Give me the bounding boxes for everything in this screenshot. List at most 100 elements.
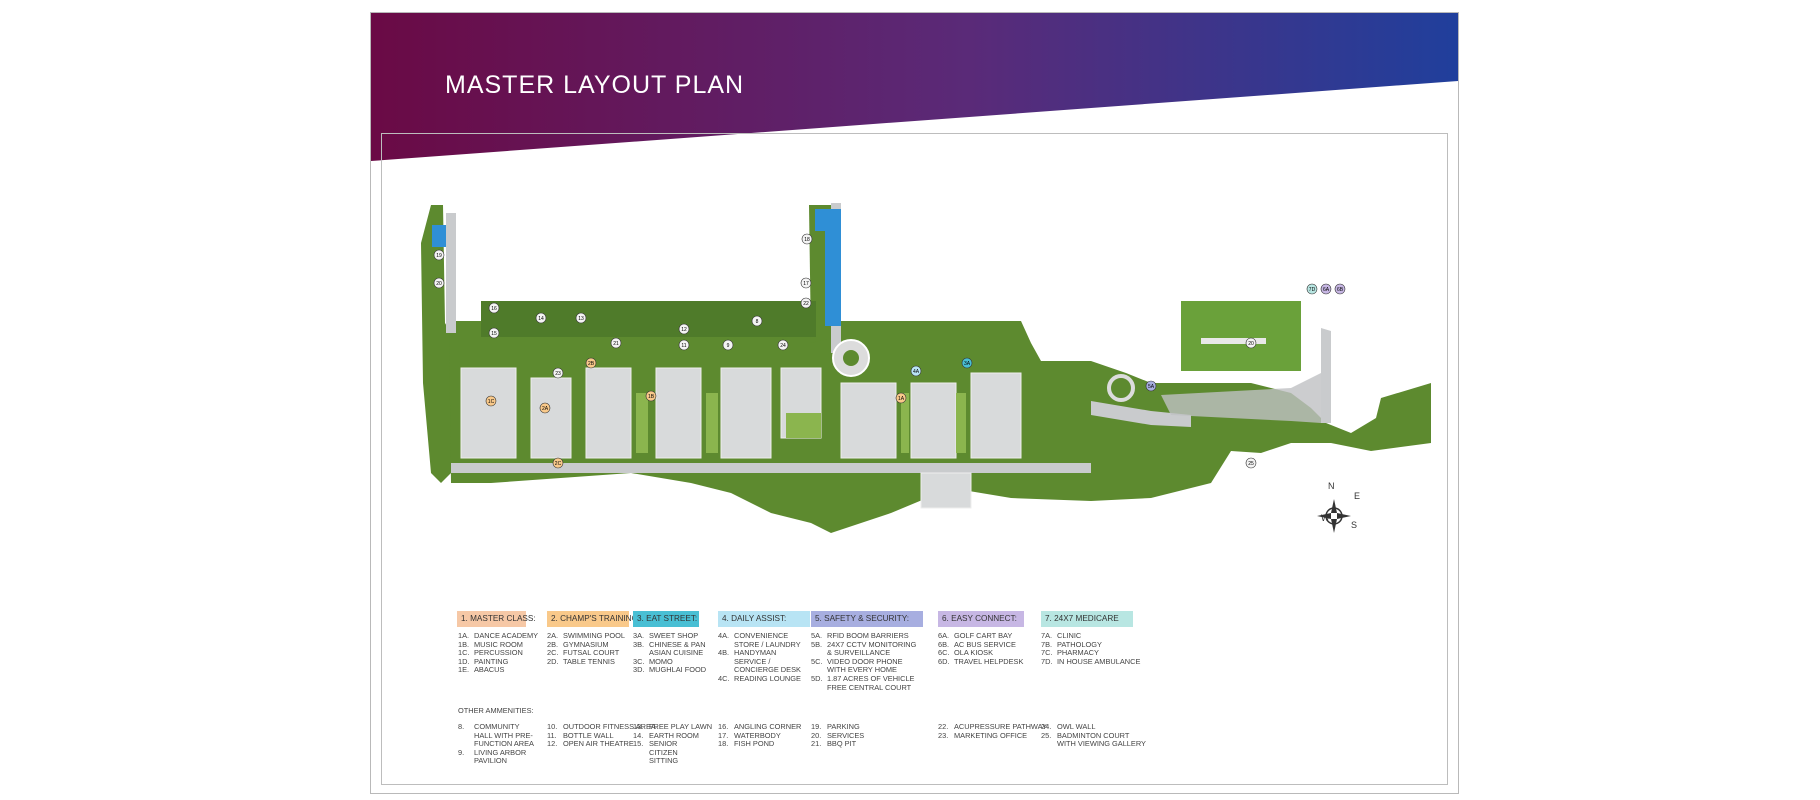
marker-25[interactable]: 25 [1245, 457, 1257, 469]
legend-list-eat-street: 3A.SWEET SHOP 3B.CHINESE & PAN ASIAN CUI… [633, 631, 713, 675]
legend-item: 14.EARTH ROOM [633, 730, 699, 740]
marker-20[interactable]: 20 [433, 277, 445, 289]
marker-7d[interactable]: 7D [1306, 283, 1318, 295]
title-banner [371, 13, 1458, 161]
svg-text:13: 13 [578, 316, 584, 322]
legend-item: 1D.PAINTING [458, 656, 509, 666]
legend-item: 17.WATERBODY [718, 730, 781, 740]
marker-5a[interactable]: 5A [1145, 380, 1157, 392]
legend-item: 7A.CLINIC [1041, 631, 1082, 640]
other-list-2: 10.OUTDOOR FITNESS AREA 11.BOTTLE WALL 1… [547, 722, 656, 749]
marker-9[interactable]: 9 [722, 339, 734, 351]
svg-text:17: 17 [803, 281, 809, 287]
marker-1b[interactable]: 1B [645, 390, 657, 402]
marker-4a[interactable]: 4A [910, 365, 922, 377]
master-plan-sheet: MASTER LAYOUT PLAN [370, 12, 1459, 794]
svg-text:3A: 3A [964, 361, 971, 367]
page-title: MASTER LAYOUT PLAN [445, 71, 745, 99]
legend-item: 2A.SWIMMING POOL [547, 631, 626, 640]
marker-13[interactable]: 14 [535, 312, 547, 324]
legend-heading-master-class: 1. MASTER CLASS: [457, 611, 536, 627]
marker-1c[interactable]: 1C [485, 395, 497, 407]
badminton-lawn [1181, 301, 1301, 371]
legend-item: 6C.OLA KIOSK [938, 648, 994, 658]
other-list-6: 22.ACUPRESSURE PATHWAY 23.MARKETING OFFI… [938, 722, 1047, 740]
legend-item: 7B.PATHOLOGY [1041, 639, 1102, 649]
marker-14[interactable]: 15 [488, 327, 500, 339]
marker-24[interactable]: 24 [777, 339, 789, 351]
legend-item: 2B.GYMNASIUM [547, 639, 609, 649]
marker-10[interactable]: 11 [678, 339, 690, 351]
svg-text:9: 9 [727, 343, 730, 349]
marker-1a[interactable]: 1A [895, 392, 907, 404]
svg-text:14: 14 [538, 316, 544, 322]
svg-text:12: 12 [681, 327, 687, 333]
legend-list-master-class: 1A.DANCE ACADEMY 1B.MUSIC ROOM 1C.PERCUS… [458, 631, 538, 675]
svg-text:8: 8 [756, 319, 759, 325]
svg-text:1C: 1C [488, 399, 495, 405]
free-play-lawn [481, 301, 816, 337]
entry-road [1161, 373, 1321, 423]
svg-text:2A: 2A [542, 406, 549, 412]
plan-frame [381, 133, 1448, 785]
legend-list-safety-security: 5A.RFID BOOM BARRIERS 5B.24X7 CCTV MONIT… [811, 631, 921, 692]
legend-item: 20.SERVICES [811, 730, 865, 740]
svg-text:20: 20 [1248, 341, 1254, 347]
compass-east-label: E [1354, 491, 1361, 501]
garden-patches [636, 393, 966, 453]
svg-text:15: 15 [491, 331, 497, 337]
svg-text:23: 23 [555, 371, 561, 377]
svg-text:1A: 1A [898, 396, 905, 402]
other-list-4: 16.ANGLING CORNER 17.WATERBODY 18.FISH P… [718, 722, 808, 749]
svg-text:20: 20 [436, 281, 442, 287]
marker-12[interactable]: 13 [575, 312, 587, 324]
marker-2c[interactable]: 2C [552, 457, 564, 469]
marker-6a[interactable]: 6A [1320, 283, 1332, 295]
marker-6b[interactable]: 6B [1334, 283, 1346, 295]
legend-item: 5A.RFID BOOM BARRIERS [811, 631, 909, 640]
marker-11[interactable]: 12 [678, 323, 690, 335]
legend-item: 3B.CHINESE & PAN ASIAN CUISINE [633, 639, 706, 658]
marker-2a[interactable]: 2A [539, 402, 551, 414]
legend-heading-medicare: 7. 24X7 MEDICARE [1041, 611, 1133, 627]
marker-2b[interactable]: 2B [585, 357, 597, 369]
legend-item: 9.LIVING ARBOR PAVILION [458, 747, 527, 766]
marker-19[interactable]: 20 [1245, 337, 1257, 349]
marker-23[interactable]: 23 [552, 367, 564, 379]
legend-item: 25.BADMINTON COURT WITH VIEWING GALLERY [1041, 730, 1146, 749]
marker-16[interactable]: 17 [800, 277, 812, 289]
marker-22[interactable]: 22 [800, 297, 812, 309]
marker-3a[interactable]: 3A [961, 357, 973, 369]
marker-8[interactable]: 8 [751, 315, 763, 327]
marker-15[interactable]: 16 [488, 302, 500, 314]
svg-text:2C: 2C [555, 461, 562, 467]
legend-item: 18.FISH POND [718, 739, 775, 749]
legend-item: 3D.MUGHLAI FOOD [633, 665, 707, 675]
legend-item: 24.OWL WALL [1041, 722, 1096, 731]
svg-text:4A: 4A [913, 369, 920, 375]
legend-item: 16.ANGLING CORNER [718, 722, 802, 731]
legend-item: 5B.24X7 CCTV MONITORING & SURVEILLANCE [811, 639, 917, 658]
legend-list-easy-connect: 6A.GOLF CART BAY 6B.AC BUS SERVICE 6C.OL… [938, 631, 1028, 666]
legend-item: 3C.MOMO [633, 656, 673, 666]
legend-item: 2D.TABLE TENNIS [547, 656, 615, 666]
legend-item: 5C.VIDEO DOOR PHONE WITH EVERY HOME [811, 656, 903, 675]
svg-text:24: 24 [780, 343, 786, 349]
svg-text:1B: 1B [648, 394, 655, 400]
legend-item: 11.BOTTLE WALL [547, 730, 614, 740]
svg-text:16: 16 [491, 306, 497, 312]
amenity-markers: 19 20 14 13 16 15 18 17 22 12 11 21 8 9 … [433, 233, 1346, 469]
other-list-5: 19.PARKING 20.SERVICES 21.BBQ PIT [811, 722, 901, 749]
legend-list-daily-assist: 4A.CONVENIENCE STORE / LAUNDRY 4B.HANDYM… [718, 631, 808, 684]
legend-heading-eat-street: 3. EAT STREET: [633, 611, 699, 627]
other-list-3: 13.FREE PLAY LAWN 14.EARTH ROOM 15.SENIO… [633, 722, 713, 766]
other-list-7: 24.OWL WALL 25.BADMINTON COURT WITH VIEW… [1041, 722, 1151, 749]
marker-17[interactable]: 18 [801, 233, 813, 245]
marker-18[interactable]: 19 [433, 249, 445, 261]
legend-item: 21.BBQ PIT [811, 739, 857, 749]
legend-item: 8.COMMUNITY HALL WITH PRE-FUNCTION AREA [458, 722, 534, 749]
marker-21[interactable]: 21 [610, 337, 622, 349]
svg-text:7D: 7D [1309, 287, 1316, 293]
legend-heading-champs-training: 2. CHAMP'S TRAINING: [547, 611, 640, 627]
site-plan-map: 19 20 14 13 16 15 18 17 22 12 11 21 8 9 … [421, 203, 1431, 533]
